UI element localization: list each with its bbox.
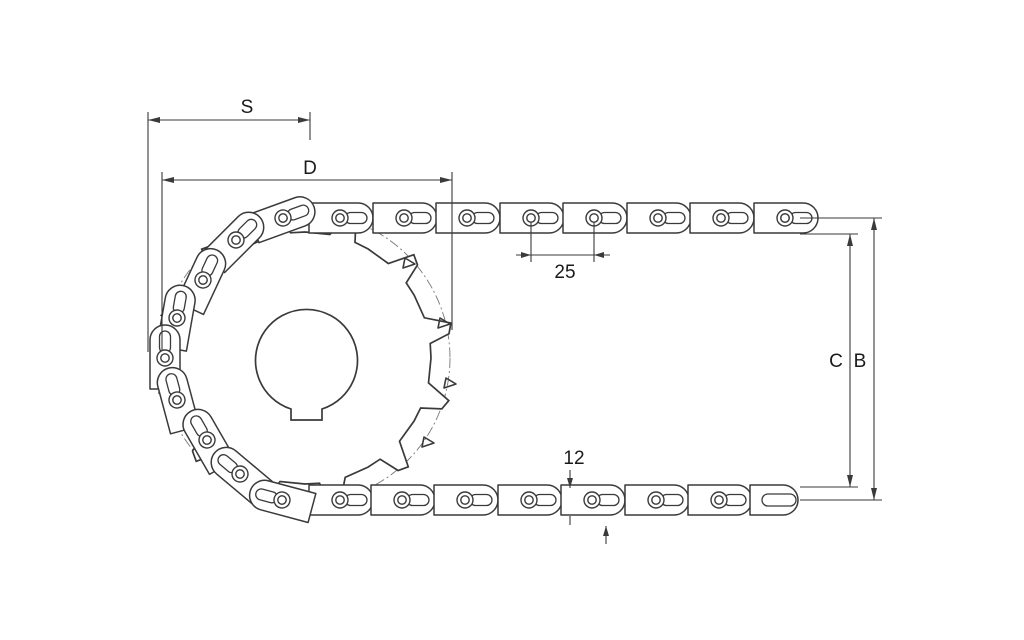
wrap-link-2-pin	[231, 235, 241, 245]
wrap-link-7-pin	[202, 435, 212, 445]
bottom-link-4	[497, 484, 563, 516]
top-link-6-pin	[653, 213, 663, 223]
top-link-4	[499, 202, 565, 234]
wrap-link-3-pin	[198, 275, 208, 285]
wrap-link-1	[247, 196, 316, 244]
sprocket-bore-with-keyway	[254, 308, 359, 421]
bottom-link-6	[624, 484, 690, 516]
wrap-link-9-pin	[277, 495, 287, 505]
bottom-link-1	[308, 484, 374, 516]
wrap-link-9	[248, 479, 317, 524]
top-link-5	[562, 202, 628, 234]
bottom-link-3-pin	[460, 495, 470, 505]
wrap-link-6-pin	[172, 395, 182, 405]
dimension-pitch: 25	[516, 222, 610, 283]
dimension-s-label: S	[241, 97, 254, 118]
top-end-pin	[780, 213, 790, 223]
bottom-link-1-pin	[335, 495, 345, 505]
bottom-link-4-pin	[524, 495, 534, 505]
top-link-3	[435, 202, 501, 234]
bottom-link-5-pin	[587, 495, 597, 505]
top-link-2	[372, 202, 438, 234]
tooth-tip-3	[443, 377, 457, 389]
dimension-b-label: B	[854, 351, 867, 372]
bottom-end-slot	[761, 493, 797, 507]
tooth-tip-4	[421, 436, 435, 448]
top-link-1	[308, 202, 374, 234]
dimension-b: B	[800, 217, 882, 501]
tooth-tip-2	[437, 317, 451, 329]
wrap-link-4-pin	[172, 313, 182, 323]
wrap-link-8-pin	[235, 469, 245, 479]
dimension-c: C	[800, 233, 858, 488]
dimension-thickness-label: 12	[563, 448, 584, 469]
bottom-link-5	[560, 484, 626, 516]
top-link-3-pin	[462, 213, 472, 223]
wrap-link-1-pin	[278, 213, 288, 223]
top-link-5-pin	[589, 213, 599, 223]
dimension-c-label: C	[829, 351, 843, 372]
bottom-link-2	[370, 484, 436, 516]
dimension-d-label: D	[303, 158, 317, 179]
bottom-end-link	[749, 484, 799, 516]
chain	[149, 196, 819, 524]
top-link-2-pin	[399, 213, 409, 223]
top-link-7-pin	[716, 213, 726, 223]
top-link-4-pin	[526, 213, 536, 223]
bottom-link-2-pin	[397, 495, 407, 505]
dimension-d: D	[161, 158, 453, 350]
top-link-6	[626, 202, 692, 234]
wrap-link-5-pin	[160, 353, 170, 363]
tooth-tip-1	[402, 257, 416, 269]
dimension-thickness: 12	[563, 448, 609, 544]
wrap-link-3	[175, 247, 227, 316]
dimension-s: S	[147, 97, 311, 352]
dimension-pitch-label: 25	[554, 262, 575, 283]
sprocket	[158, 211, 452, 505]
top-link-1-pin	[335, 213, 345, 223]
top-link-7	[689, 202, 755, 234]
bottom-link-6-pin	[651, 495, 661, 505]
bottom-link-7-pin	[714, 495, 724, 505]
bottom-link-7	[687, 484, 753, 516]
bottom-link-3	[433, 484, 499, 516]
